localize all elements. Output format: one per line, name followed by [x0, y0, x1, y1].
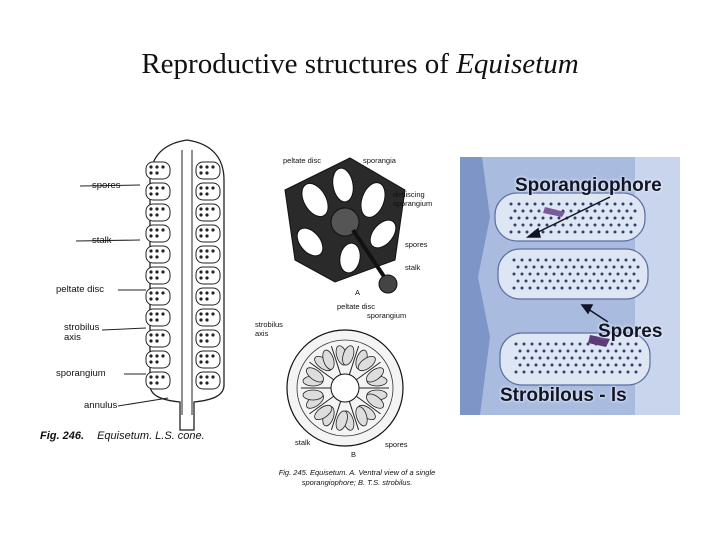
middle-figure: peltate disc sporangia dehiscing sporang…: [255, 150, 455, 500]
label-a-letter: A: [355, 288, 361, 297]
label-b-letter: B: [351, 450, 357, 459]
slide-title: Reproductive structures of Equisetum: [0, 48, 720, 81]
micrograph-image: [460, 157, 680, 415]
label-a-spores: spores: [405, 240, 428, 249]
middle-caption: Fig. 245. Equisetum. A. Ventral view of …: [257, 468, 457, 488]
label-a-sporangia: sporangia: [363, 156, 396, 165]
label-stalk: stalk: [92, 235, 112, 246]
label-spores: spores: [92, 180, 121, 191]
title-main: Reproductive structures of: [141, 48, 457, 80]
left-caption-number: Fig. 246.: [40, 430, 85, 442]
label-annulus: annulus: [84, 400, 118, 411]
label-b-stalk: stalk: [295, 438, 311, 447]
sporangiophore-drawing: [284, 157, 406, 447]
left-caption-text: Equisetum. L.S. cone.: [97, 430, 205, 442]
middle-caption-number: Fig. 245.: [278, 468, 308, 477]
right-micrograph: Sporangiophore Spores Strobilous - ls: [460, 157, 680, 415]
label-spores-photo: Spores: [598, 321, 663, 342]
label-sporangium: sporangium: [56, 368, 106, 379]
label-a-dehiscing: dehiscing sporangium: [393, 190, 433, 208]
label-peltate-disc: peltate disc: [56, 284, 105, 295]
label-b-peltate-disc: peltate disc: [337, 302, 375, 311]
label-strobilus-axis: strobilus axis: [64, 322, 100, 343]
cone-ls-drawing: [75, 139, 225, 431]
middle-caption-text: Equisetum. A. Ventral view of a single s…: [301, 468, 436, 487]
label-b-sporangium: sporangium: [367, 311, 407, 320]
label-strobilous: Strobilous - ls: [500, 385, 627, 406]
left-figure: spores stalk peltate disc strobilus axis…: [40, 130, 270, 445]
label-sporangiophore: Sporangiophore: [515, 175, 662, 196]
left-caption: Fig. 246. Equisetum. L.S. cone.: [40, 430, 205, 442]
label-b-strobilus-axis: strobilus axis: [255, 320, 283, 338]
title-genus: Equisetum: [456, 48, 579, 80]
label-a-peltate-disc: peltate disc: [283, 156, 321, 165]
label-b-spores: spores: [385, 440, 408, 449]
label-a-stalk: stalk: [405, 263, 421, 272]
